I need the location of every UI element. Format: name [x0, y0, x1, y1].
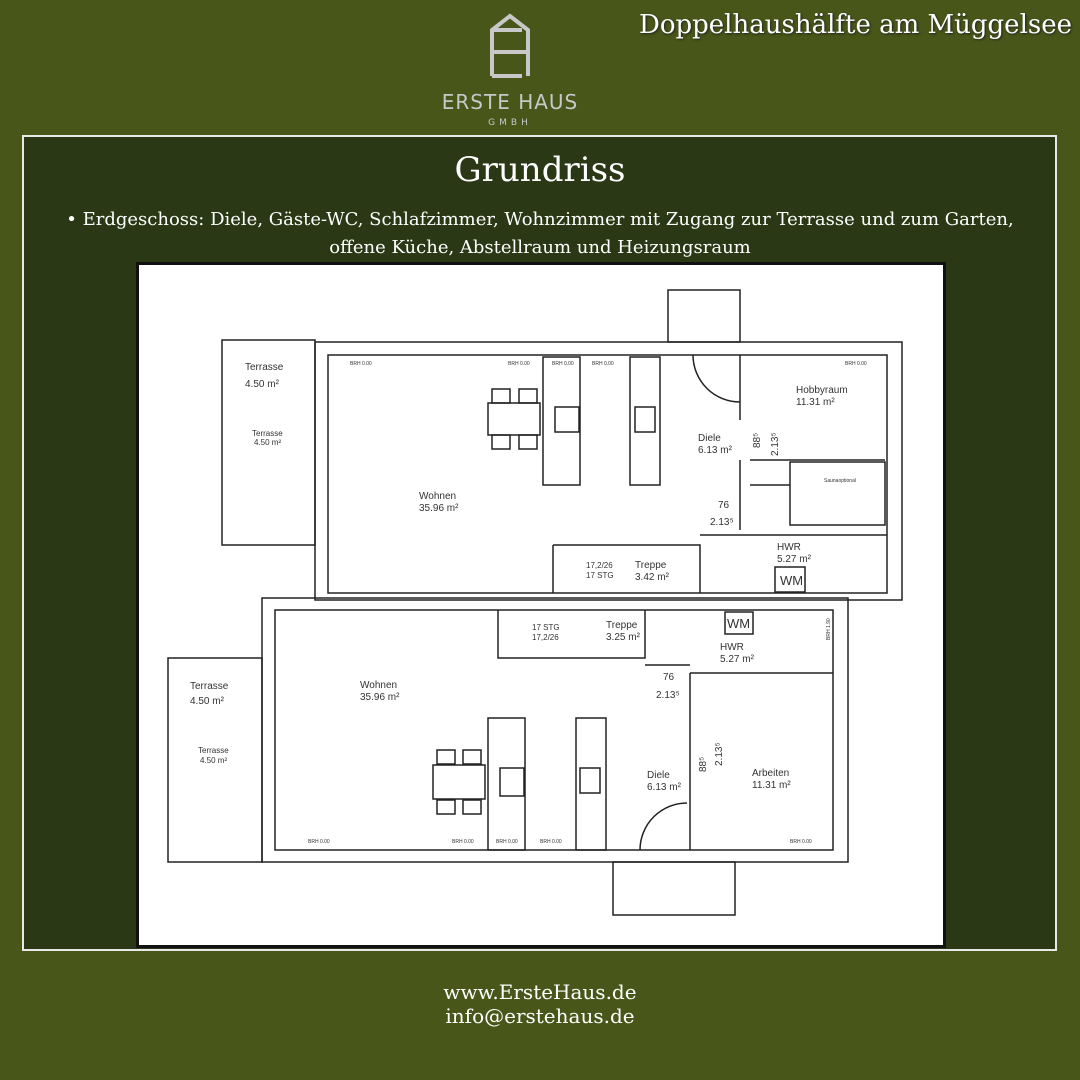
house-logo-icon [490, 13, 530, 78]
dimension-label: 76 [718, 500, 730, 511]
brh-label: BRH 1.90 [826, 618, 832, 640]
room-label: Treppe [606, 620, 638, 631]
room-area: 4.50 m² [245, 379, 280, 390]
room-area: 4.50 m² [190, 696, 225, 707]
room-area: 35.96 m² [419, 503, 459, 514]
sauna-label: Saunaoptional [824, 478, 856, 484]
room-label: Terrasse [198, 746, 229, 755]
brh-label: BRH 0.00 [308, 839, 330, 845]
section-description: • Erdgeschoss: Diele, Gäste-WC, Schlafzi… [40, 206, 1040, 262]
room-label: Terrasse [252, 429, 283, 438]
stair-label: 17,2/26 [532, 633, 559, 642]
dimension-label: 2.13⁵ [710, 517, 734, 528]
wm-label: WM [780, 573, 803, 588]
dimension-label: 2.13⁵ [770, 432, 781, 456]
brh-label: BRH 0.00 [552, 361, 574, 367]
footer: www.ErsteHaus.de info@erstehaus.de [0, 980, 1080, 1028]
dimension-label: 88⁵ [752, 433, 763, 448]
dimension-label: 76 [663, 672, 675, 683]
room-label: Treppe [635, 560, 667, 571]
description-line: offene Küche, Abstellraum und Heizungsra… [329, 237, 751, 258]
room-label: Terrasse [245, 362, 284, 373]
page-title: Doppelhaushälfte am Müggelsee [639, 10, 1072, 40]
brh-label: BRH 0.00 [452, 839, 474, 845]
room-area: 11.31 m² [796, 397, 835, 408]
brh-label: BRH 0.00 [790, 839, 812, 845]
room-label: Wohnen [360, 680, 397, 691]
stair-label: 17 STG [586, 571, 614, 580]
logo-sub: GMBH [488, 118, 532, 128]
company-logo: ERSTE HAUS GMBH [430, 12, 590, 132]
room-label: Diele [647, 770, 670, 781]
room-label: Wohnen [419, 491, 456, 502]
room-area: 11.31 m² [752, 780, 791, 791]
room-label: Diele [698, 433, 721, 444]
wm-label: WM [727, 616, 750, 631]
stair-label: 17 STG [532, 623, 560, 632]
brh-label: BRH 0.00 [496, 839, 518, 845]
brh-label: BRH 0.00 [508, 361, 530, 367]
room-label: HWR [777, 542, 801, 553]
section-heading: Grundriss [454, 150, 626, 190]
dimension-label: 2.13⁵ [656, 690, 680, 701]
room-label: Hobbyraum [796, 385, 848, 396]
brh-label: BRH 0.00 [540, 839, 562, 845]
room-area: 4.50 m² [200, 756, 227, 765]
room-label: Arbeiten [752, 768, 789, 779]
room-area: 3.25 m² [606, 632, 641, 643]
dimension-label: 88⁵ [698, 757, 709, 772]
upper-outer-wall [314, 341, 903, 601]
room-area: 6.13 m² [647, 782, 682, 793]
room-label: Terrasse [190, 681, 229, 692]
room-area: 5.27 m² [720, 654, 755, 665]
lower-outer-wall [261, 597, 849, 863]
room-area: 3.42 m² [635, 572, 670, 583]
room-area: 4.50 m² [254, 438, 281, 447]
logo-name: ERSTE HAUS [441, 90, 579, 114]
room-area: 35.96 m² [360, 692, 400, 703]
room-area: 5.27 m² [777, 554, 812, 565]
brh-label: BRH 0.00 [845, 361, 867, 367]
room-label: HWR [720, 642, 744, 653]
email-link[interactable]: info@erstehaus.de [445, 1004, 635, 1028]
description-line: • Erdgeschoss: Diele, Gäste-WC, Schlafzi… [66, 209, 1014, 230]
website-link[interactable]: www.ErsteHaus.de [443, 980, 637, 1004]
stair-label: 17,2/26 [586, 561, 613, 570]
room-area: 6.13 m² [698, 445, 733, 456]
dimension-label: 2.13⁵ [714, 742, 725, 766]
floor-plan [136, 262, 946, 948]
brh-label: BRH 0.00 [592, 361, 614, 367]
brh-label: BRH 0.00 [350, 361, 372, 367]
